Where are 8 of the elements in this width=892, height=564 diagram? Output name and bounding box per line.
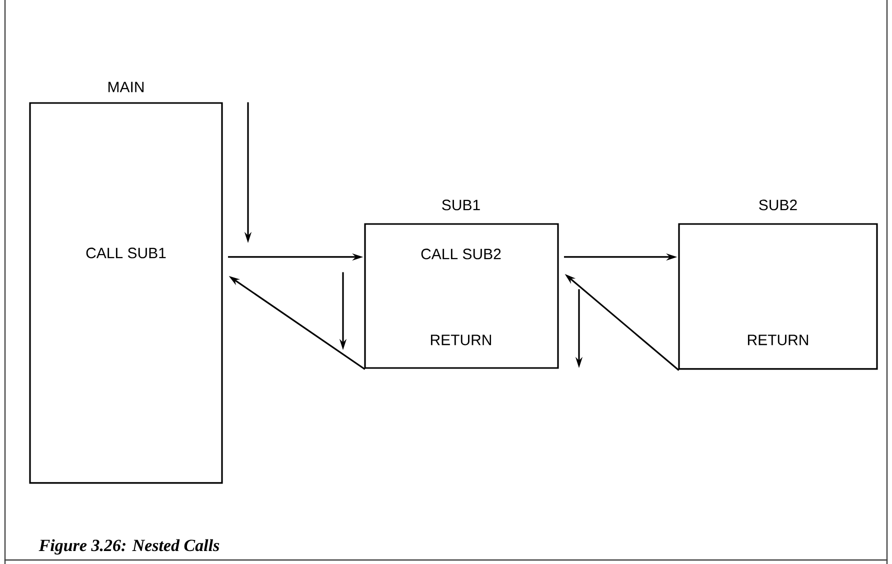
statement-text: CALL SUB2 [421,248,501,260]
box-title: SUB1 [442,200,480,210]
statement-text: RETURN [430,334,492,346]
box-title: MAIN [108,82,144,92]
box-title: SUB2 [759,200,797,210]
figure-caption: Figure 3.26: Nested Calls [38,539,220,555]
statement-text: CALL SUB1 [86,248,166,258]
statement-text: RETURN [748,334,808,346]
